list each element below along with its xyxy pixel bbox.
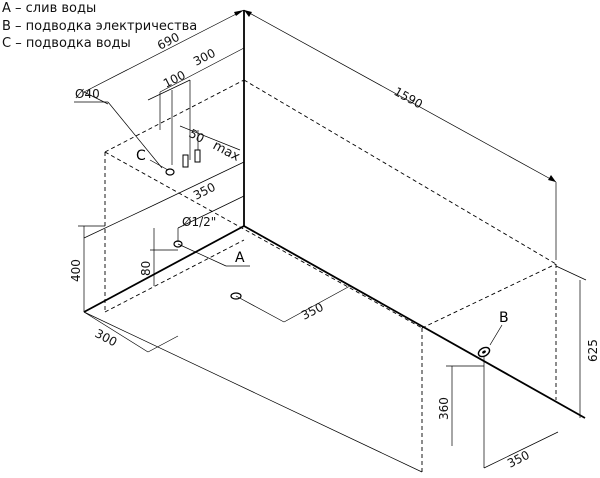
marker-c: C — [136, 148, 175, 176]
electrical-outlet-b: B — [477, 310, 509, 358]
marker-b-label: B — [499, 310, 509, 326]
legend-item-b: B – подводка электричества — [2, 18, 198, 34]
dimension-400-label: 400 — [69, 259, 83, 282]
pipe-half-inch-label: Ø1/2" — [182, 215, 216, 229]
dimension-350-drain-label: 350 — [299, 300, 326, 323]
pipe-half-inch: Ø1/2" — [177, 195, 245, 242]
dimension-max-label: max — [210, 138, 242, 165]
dimension-50-label: 50 — [187, 126, 207, 146]
diameter-40-label: Ø40 — [75, 87, 100, 101]
dimension-350-drain: 350 — [235, 285, 351, 323]
legend-item-a: A – слив воды — [2, 1, 97, 16]
dimension-400: 400 — [69, 225, 105, 312]
dimension-360-label: 360 — [437, 397, 451, 420]
marker-a-label: A — [235, 250, 245, 266]
dimension-625-label: 625 — [586, 339, 600, 362]
marker-c-label: C — [136, 148, 146, 164]
dimension-80-label: 80 — [139, 261, 153, 276]
dimension-350-water: 350 — [83, 161, 245, 239]
dimension-625: 625 — [555, 265, 600, 418]
tub-volume-dashed — [104, 79, 557, 472]
dimension-300-bottom-label: 300 — [93, 326, 120, 349]
dimension-length-label: 1590 — [392, 84, 426, 111]
dimension-360: 360 — [437, 365, 484, 446]
dimension-100: 100 — [147, 68, 191, 165]
bathtub-outline — [83, 10, 586, 473]
dimension-350-elec: 350 — [483, 356, 559, 471]
dimension-300-bottom: 300 — [83, 311, 179, 353]
dimension-350-water-label: 350 — [191, 180, 218, 203]
legend: A – слив воды B – подводка электричества… — [2, 0, 197, 53]
water-supply-pipes — [179, 125, 241, 168]
dimension-80: 80 — [139, 228, 178, 286]
dimension-length: 1590 — [243, 9, 557, 260]
drain-outlet-a: A — [173, 240, 250, 300]
dimension-350-elec-label: 350 — [505, 448, 532, 471]
legend-item-c: C – подводка воды — [2, 36, 131, 51]
diameter-40-leader: Ø40 — [74, 87, 163, 169]
